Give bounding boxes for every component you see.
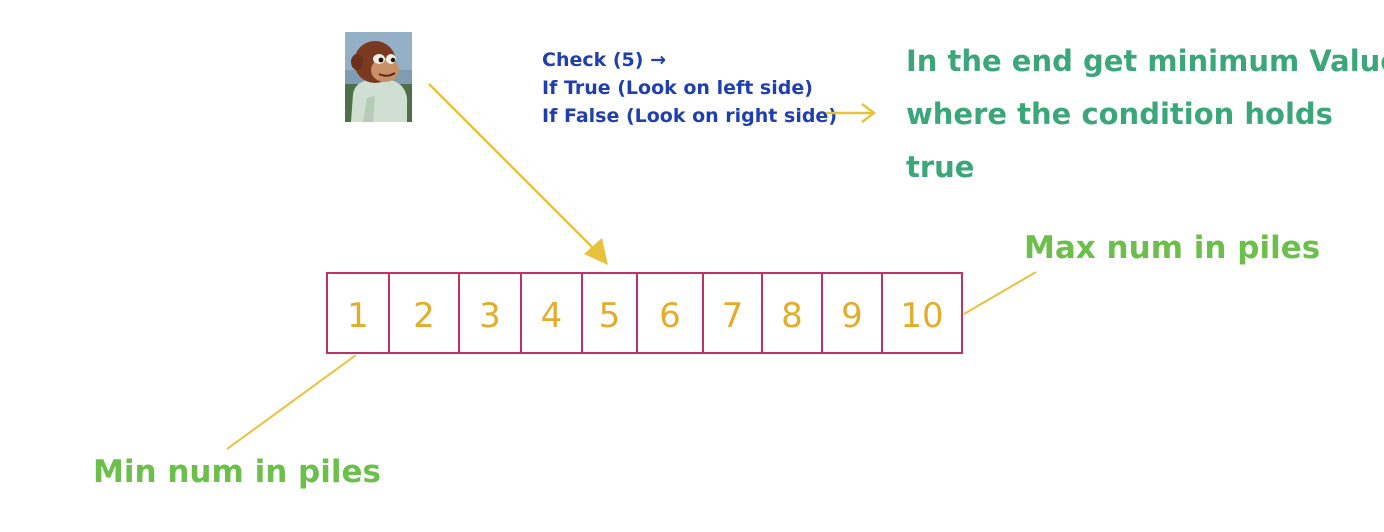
array-cell-value: 1 — [347, 296, 369, 336]
array-cell-value: 4 — [541, 296, 563, 336]
array-cell-value: 10 — [900, 296, 943, 336]
conclusion-line-3: true — [906, 150, 975, 184]
array-cell-value: 5 — [599, 296, 621, 336]
max-label: Max num in piles — [1024, 230, 1321, 266]
array-cell-value: 7 — [722, 296, 744, 336]
array-cell-value: 6 — [659, 296, 681, 336]
array-cell-value: 2 — [413, 296, 435, 336]
conclusion-line-2: where the condition holds — [906, 97, 1333, 131]
note-line-if-false: If False (Look on right side) — [542, 105, 838, 127]
conclusion-note: In the end get minimum Value where the c… — [906, 35, 1384, 194]
array-cell-value: 8 — [781, 296, 803, 336]
min-label: Min num in piles — [93, 454, 381, 490]
array-cell-value: 3 — [479, 296, 501, 336]
note-to-conclusion-arrowhead — [861, 103, 877, 123]
array-cell-value: 9 — [841, 296, 863, 336]
array-cell — [881, 272, 963, 354]
min-connector-line — [226, 354, 357, 450]
note-line-check: Check (5) → — [542, 49, 666, 71]
meme-to-cell-arrow-line — [428, 83, 599, 254]
binary-search-note: Check (5) → If True (Look on left side) … — [542, 46, 837, 130]
conclusion-line-1: In the end get minimum Value — [906, 44, 1384, 78]
monkey-puppet-meme-icon — [345, 32, 412, 122]
meme-to-cell-arrowhead — [584, 238, 608, 265]
max-connector-line — [963, 271, 1037, 315]
note-line-if-true: If True (Look on left side) — [542, 77, 813, 99]
